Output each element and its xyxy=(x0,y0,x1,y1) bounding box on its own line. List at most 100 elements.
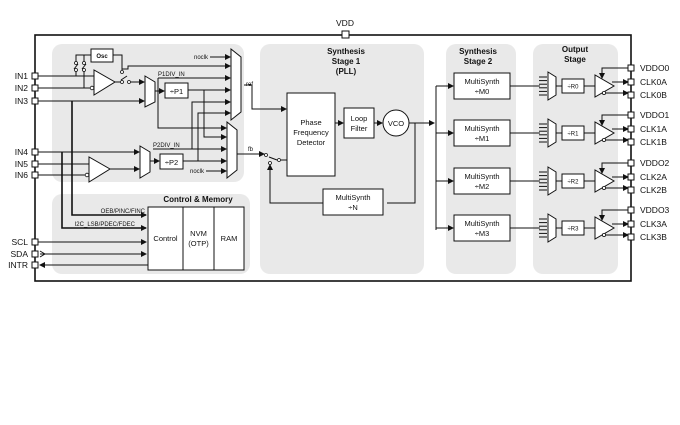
pin-clk0b-label: CLK0B xyxy=(640,90,667,100)
stage1-title: Synthesis Stage 1 (PLL) xyxy=(327,47,365,76)
pin-vddo1-label: VDDO1 xyxy=(640,110,670,120)
multisynth-m1-label-1: MultiSynth xyxy=(464,124,499,133)
pin-clk3b-label: CLK3B xyxy=(640,232,667,242)
svg-text:Output: Output xyxy=(562,45,589,54)
svg-text:NVM: NVM xyxy=(190,229,207,238)
pfd-block xyxy=(286,92,336,177)
stage2-title: Synthesis Stage 2 xyxy=(459,47,497,66)
control-memory-title: Control & Memory xyxy=(163,195,233,204)
svg-text:Loop: Loop xyxy=(351,114,368,123)
svg-text:÷R0: ÷R0 xyxy=(568,85,580,91)
svg-text:Frequency: Frequency xyxy=(293,128,329,137)
output-mux-3 xyxy=(547,213,557,243)
i2c-signal-label: I2C_LSB/PDEC/FDEC xyxy=(75,222,136,228)
pin-sda-label: SDA xyxy=(11,249,29,259)
loop-filter-block xyxy=(343,107,375,139)
pin-clk1a-label: CLK1A xyxy=(640,124,667,134)
pin-in4-label: IN4 xyxy=(15,147,29,157)
pad-vddo1 xyxy=(627,111,635,119)
svg-text:fb: fb xyxy=(248,147,254,153)
output-mux-1 xyxy=(547,118,557,148)
svg-text:÷R2: ÷R2 xyxy=(568,180,580,186)
input-pins: IN1 IN2 IN3 IN4 IN5 IN6 SCL SDA INTR xyxy=(8,71,39,270)
multisynth-m0-label-2: ÷M0 xyxy=(475,87,490,96)
input-buffer-1 xyxy=(93,69,116,96)
output-row-2: MultiSynth÷M2 ÷R2 xyxy=(436,162,631,196)
output-mux-0 xyxy=(547,71,557,101)
svg-text:Osc: Osc xyxy=(96,54,108,60)
svg-text:MultiSynth: MultiSynth xyxy=(335,193,370,202)
svg-text:Detector: Detector xyxy=(297,138,326,147)
nvm-block xyxy=(182,206,215,271)
multisynth-m0-label-1: MultiSynth xyxy=(464,77,499,86)
output-row-3: MultiSynth÷M3÷R3 xyxy=(436,209,631,243)
bus-i2c xyxy=(61,152,147,231)
svg-text:Control: Control xyxy=(153,234,178,243)
output-row-0: MultiSynth÷M0 ÷R0 xyxy=(436,67,631,101)
pin-scl-label: SCL xyxy=(11,237,28,247)
pin-clk0a-label: CLK0A xyxy=(640,77,667,87)
svg-text:(PLL): (PLL) xyxy=(336,67,357,76)
p1div-label: P1DIV_IN xyxy=(158,72,185,78)
svg-text:Phase: Phase xyxy=(300,118,321,127)
pin-intr-label: INTR xyxy=(8,260,28,270)
ram-block xyxy=(213,206,245,271)
pin-clk1b-label: CLK1B xyxy=(640,137,667,147)
pin-clk2a-label: CLK2A xyxy=(640,172,667,182)
multisynth-m2-label-2: ÷M2 xyxy=(475,182,490,191)
svg-text:(OTP): (OTP) xyxy=(188,239,209,248)
svg-text:÷P2: ÷P2 xyxy=(165,158,178,167)
ref-mux xyxy=(230,47,242,122)
svg-text:÷R1: ÷R1 xyxy=(568,132,580,138)
vdd-label: VDD xyxy=(336,18,354,28)
svg-text:÷N: ÷N xyxy=(348,203,358,212)
svg-text:Stage 2: Stage 2 xyxy=(464,57,493,66)
multisynth-m3-label-1: MultiSynth xyxy=(464,219,499,228)
multisynth-m2-label-1: MultiSynth xyxy=(464,172,499,181)
pad-clk0b xyxy=(627,91,635,99)
multisynth-m1-label-2: ÷M1 xyxy=(475,134,490,143)
output-stage-title: Output Stage xyxy=(562,45,589,64)
pad-vddo2 xyxy=(627,159,635,167)
svg-text:noclk: noclk xyxy=(190,169,205,175)
multisynth-m3-block xyxy=(453,214,511,242)
pad-vddo3 xyxy=(627,206,635,214)
pin-clk3a-label: CLK3A xyxy=(640,219,667,229)
svg-text:÷P1: ÷P1 xyxy=(170,87,183,96)
pin-in5-label: IN5 xyxy=(15,159,29,169)
stage1: Phase Frequency Detector Loop Filter VCO… xyxy=(244,84,435,216)
pin-vddo3-label: VDDO3 xyxy=(640,205,670,215)
pin-vddo0-label: VDDO0 xyxy=(640,63,670,73)
svg-text:Synthesis: Synthesis xyxy=(459,47,497,56)
pad-clk2a xyxy=(627,173,635,181)
control-memory: Control NVM (OTP) RAM xyxy=(38,206,245,271)
svg-text:Filter: Filter xyxy=(351,124,368,133)
pin-in3-label: IN3 xyxy=(15,96,29,106)
pad-clk1a xyxy=(627,125,635,133)
input-buffer-2 xyxy=(88,156,111,183)
svg-text:Synthesis: Synthesis xyxy=(327,47,365,56)
vdd-pad xyxy=(341,30,350,39)
oeb-signal-label: OEB/PINC/FINC xyxy=(101,209,146,215)
pad-clk0a xyxy=(627,78,635,86)
pin-in2-label: IN2 xyxy=(15,83,29,93)
p2-input-mux xyxy=(139,145,151,179)
input-stage: Osc ÷P1 P1DIV_IN noclk xyxy=(38,47,265,183)
p1-input-mux xyxy=(144,75,156,108)
pad-clk3a xyxy=(627,220,635,228)
bus-oeb xyxy=(71,101,147,218)
svg-text:RAM: RAM xyxy=(221,234,238,243)
multisynth-n-block xyxy=(322,188,384,216)
p2div-label: P2DIV_IN xyxy=(153,143,180,149)
fb-mux xyxy=(226,120,238,180)
stage1-region xyxy=(260,44,424,274)
svg-text:÷R3: ÷R3 xyxy=(568,227,580,233)
svg-text:Stage: Stage xyxy=(564,55,586,64)
pin-clk2b-label: CLK2B xyxy=(640,185,667,195)
pin-vddo2-label: VDDO2 xyxy=(640,158,670,168)
pin-in1-label: IN1 xyxy=(15,71,29,81)
pad-clk1b xyxy=(627,138,635,146)
output-stage-region xyxy=(533,44,618,274)
pad-clk3b xyxy=(627,233,635,241)
